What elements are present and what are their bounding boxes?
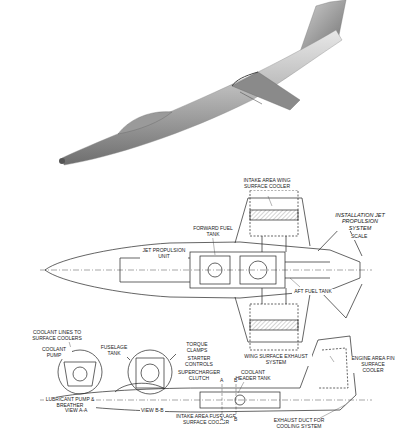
part-label: WING SURFACE EXHAUST SYSTEM <box>240 354 312 366</box>
part-label: INTAKE AREA FUSELAGE SURFACE COOLER <box>170 414 242 426</box>
part-label: TORQUE CLAMPS <box>176 342 218 354</box>
part-label: ENGINE AREA FIN SURFACE COOLER <box>350 356 396 373</box>
part-label: A <box>219 378 224 384</box>
part-label: B <box>233 417 238 423</box>
part-label: COOLANT PUMP <box>36 347 72 359</box>
part-label: JET PROPULSION UNIT <box>140 248 188 260</box>
part-label: AFT FUEL TANK <box>292 289 334 295</box>
part-label: EXHAUST DUCT FOR COOLING SYSTEM <box>268 418 330 430</box>
part-label: B <box>233 378 238 384</box>
part-label: SUPERCHARGER CLUTCH <box>176 370 222 382</box>
drawing-title: INSTALLATION JET PROPULSION SYSTEM <box>330 212 390 231</box>
part-label: VIEW B-B <box>140 408 165 414</box>
part-label: COOLANT LINES TO SURFACE COOLERS <box>30 330 84 342</box>
part-label: SCALE <box>350 234 368 240</box>
part-label: VIEW A-A <box>64 408 88 414</box>
part-label: LUBRICANT PUMP & BREATHER <box>44 397 96 409</box>
part-label: FORWARD FUEL TANK <box>190 226 236 238</box>
part-label: STARTER CONTROLS <box>176 356 222 368</box>
part-label: INTAKE AREA WING SURFACE COOLER <box>236 178 298 190</box>
part-label: A <box>219 417 224 423</box>
part-label: FUSELAGE TANK <box>96 345 132 357</box>
